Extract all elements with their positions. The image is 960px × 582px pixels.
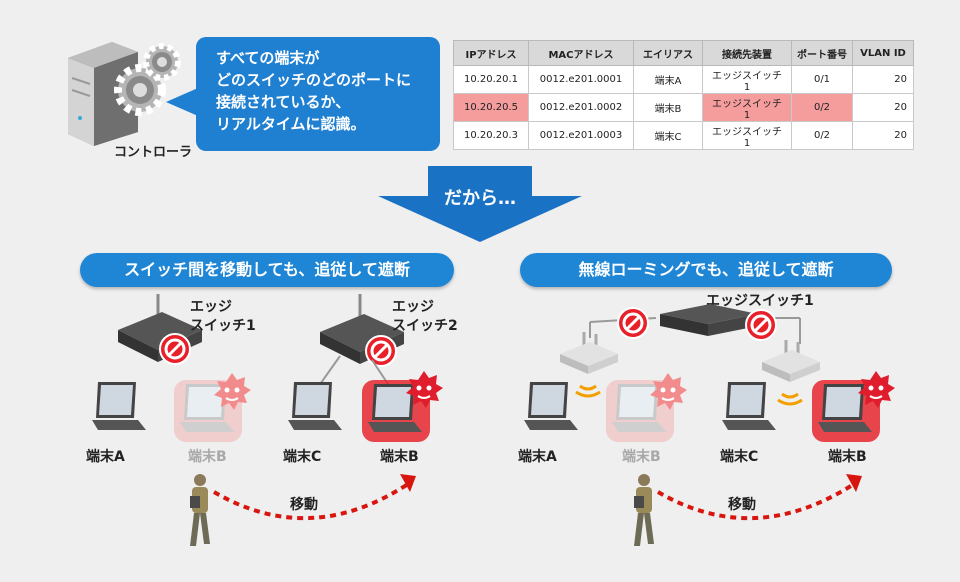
terminal-label: 端末A: [86, 449, 125, 465]
table-cell: 20: [852, 65, 914, 94]
gear-icon: [143, 43, 181, 81]
table-cell: 10.20.20.1: [453, 65, 529, 94]
down-arrow-icon: [378, 166, 582, 242]
virus-icon-faded: [650, 373, 687, 410]
column-header: 接続先装置: [702, 40, 792, 66]
table-cell: 端末C: [633, 121, 703, 150]
speech-bubble: すべての端末が どのスイッチのどのポートに 接続されているか、 リアルタイムに認…: [196, 37, 440, 151]
switch-2-label: エッジ スイッチ2: [392, 298, 458, 336]
laptop-icon: [92, 382, 146, 430]
block-icon: [617, 307, 649, 339]
switch-label-line: エッジ: [190, 299, 232, 315]
gear-icon: [114, 64, 166, 116]
access-point-icon: [762, 340, 820, 406]
edge-switch-icon: [660, 304, 758, 336]
table-row: 10.20.20.1 0012.e201.0001 端末A エッジスイッチ1 0…: [453, 65, 914, 94]
table-header-row: IPアドレス MACアドレス エイリアス 接続先装置 ポート番号 VLAN ID: [453, 40, 914, 66]
table-cell: 20: [852, 121, 914, 150]
walking-person-icon: [190, 474, 210, 546]
terminal-table: IPアドレス MACアドレス エイリアス 接続先装置 ポート番号 VLAN ID…: [453, 40, 914, 150]
column-header: IPアドレス: [453, 40, 529, 66]
terminal-label: 端末A: [518, 449, 557, 465]
switch-label-line: スイッチ1: [190, 318, 256, 334]
table-row: 10.20.20.3 0012.e201.0003 端末C エッジスイッチ1 0…: [453, 121, 914, 150]
table-cell: 0012.e201.0003: [528, 121, 634, 150]
table-row-highlighted: 10.20.20.5 0012.e201.0002 端末B エッジスイッチ1 0…: [453, 93, 914, 122]
bubble-line: 接続されているか、: [216, 93, 351, 111]
table-cell: エッジスイッチ1: [702, 121, 792, 150]
bubble-line: すべての端末が: [216, 49, 320, 67]
switch-1-label: エッジ スイッチ1: [190, 298, 256, 336]
table-cell: エッジスイッチ1: [702, 93, 792, 122]
bubble-line: リアルタイムに認識。: [216, 115, 366, 133]
terminal-label: 端末C: [283, 449, 322, 465]
block-icon: [745, 309, 777, 341]
terminal-label: 端末B: [828, 449, 867, 465]
virus-icon: [858, 371, 895, 408]
laptop-icon: [288, 382, 342, 430]
laptop-infected-icon: [812, 380, 880, 442]
laptop-icon: [524, 382, 578, 430]
block-icon: [365, 335, 397, 367]
block-icon: [159, 333, 191, 365]
laptop-icon: [722, 382, 776, 430]
column-header: ポート番号: [791, 40, 853, 66]
switch-label-line: エッジ: [392, 299, 434, 315]
switch-label: エッジスイッチ1: [706, 293, 814, 309]
bubble-line: どのスイッチのどのポートに: [216, 71, 412, 89]
terminal-label: 端末B: [622, 449, 661, 465]
arrow-label: だから…: [444, 188, 516, 209]
table-cell: 0/1: [791, 65, 853, 94]
column-header: VLAN ID: [852, 40, 914, 66]
terminal-label: 端末B: [380, 449, 419, 465]
virus-icon: [406, 371, 443, 408]
access-point-icon: [560, 332, 618, 398]
virus-icon-faded: [214, 373, 251, 410]
move-label: 移動: [728, 497, 756, 513]
left-panel-title: スイッチ間を移動しても、追従して遮断: [80, 253, 454, 287]
table-cell: 10.20.20.3: [453, 121, 529, 150]
walking-person-icon: [634, 474, 654, 546]
table-cell: 0/2: [791, 121, 853, 150]
table-cell: 0012.e201.0002: [528, 93, 634, 122]
speech-bubble-tail: [166, 88, 198, 116]
switch-label-line: スイッチ2: [392, 318, 458, 334]
right-panel-title: 無線ローミングでも、追従して遮断: [520, 253, 892, 287]
terminal-label: 端末B: [188, 449, 227, 465]
controller-label: コントローラ: [114, 145, 193, 160]
table-cell: 10.20.20.5: [453, 93, 529, 122]
terminal-label: 端末C: [720, 449, 759, 465]
move-label: 移動: [290, 497, 318, 513]
column-header: エイリアス: [633, 40, 703, 66]
